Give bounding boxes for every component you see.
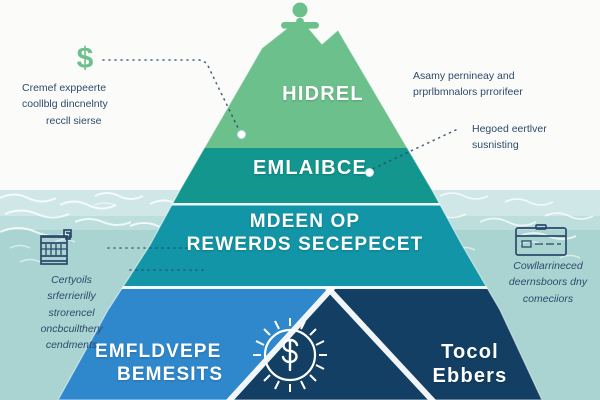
annotation-top-left-line-3: reccll sierse <box>46 114 102 127</box>
layer-label-visible: EMLAIBCE <box>252 157 368 179</box>
annotation-mid-right: Hegoed eertlver susnisting <box>472 121 592 154</box>
annotation-bottom-right-line-1: Cowllarrineced <box>513 260 583 272</box>
connector-endpoint-top <box>237 130 246 139</box>
annotation-bottom-right: Cowllarrineced deernsboors dny comeciior… <box>496 258 600 307</box>
annotation-top-left-line-1: Cremef exppeerte <box>22 82 107 94</box>
water-surface-band <box>0 190 600 216</box>
annotation-top-left: Cremef exppeerte coollblg dincnelnty rec… <box>22 80 167 129</box>
annotation-bottom-right-line-3: comeciiors <box>522 292 574 305</box>
person-icon <box>281 2 319 62</box>
bank-building-icon <box>36 225 76 274</box>
annotation-top-right-line-1: Asamy pernineay and <box>413 70 515 82</box>
annotation-top-right-line-2: prprlbmnalors prrorifeer <box>413 86 523 99</box>
svg-text:$: $ <box>77 42 94 75</box>
water-second-band <box>0 216 600 230</box>
annotation-bottom-left-line-5: cendments <box>45 339 98 352</box>
briefcase-card-icon <box>512 222 570 263</box>
annotation-mid-right-line-2: susnisting <box>472 139 519 152</box>
annotation-bottom-left-line-3: strorencel <box>48 306 95 319</box>
layer-label-hidden: HIDREL <box>282 83 364 105</box>
annotation-bottom-right-line-2: deernsboors dny <box>508 276 588 289</box>
connector-mid-right <box>367 127 461 172</box>
annotation-bottom-left-line-4: oncbcuilthery <box>40 322 103 335</box>
annotation-bottom-left-line-2: srferrierilly <box>47 290 96 303</box>
annotation-bottom-left: Certyoils srferrierilly strorencel oncbc… <box>14 272 129 353</box>
dollar-sign-icon: $ <box>72 40 98 81</box>
annotation-top-left-line-2: coollblg dincnelnty <box>22 98 108 111</box>
annotation-mid-right-line-1: Hegoed eertlver <box>472 123 547 135</box>
annotation-bottom-left-line-1: Certyoils <box>51 274 92 286</box>
annotation-top-right: Asamy pernineay and prprlbmnalors prrori… <box>413 68 593 101</box>
connector-endpoint-mid <box>365 168 374 177</box>
